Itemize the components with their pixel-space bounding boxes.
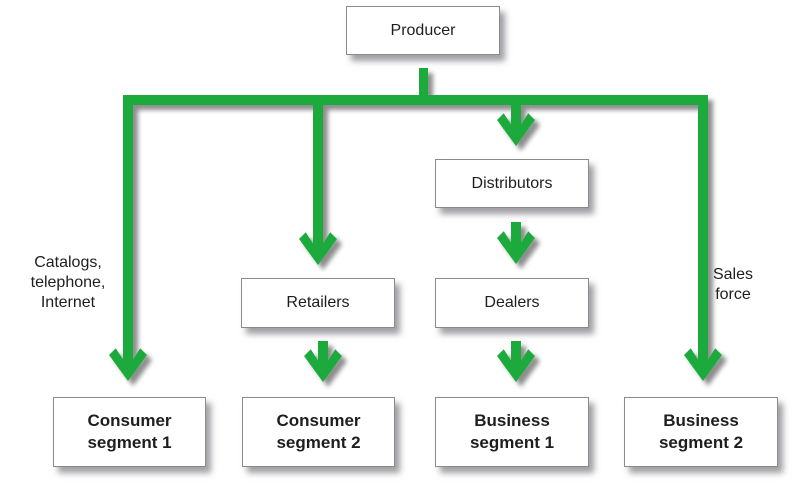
arrow-to-consumer-segment-2-shaft bbox=[318, 341, 328, 370]
distributors-label: Distributors bbox=[471, 174, 553, 192]
business-segment-2-box: Business segment 2 bbox=[624, 397, 778, 467]
arrow-to-dealers-head bbox=[497, 231, 535, 264]
distribution-bus bbox=[123, 95, 708, 105]
sales-force-channel-label: Sales force bbox=[710, 265, 756, 305]
direct-consumer-channel-label: Catalogs, telephone, Internet bbox=[24, 253, 112, 313]
arrow-to-retailers-head bbox=[299, 232, 337, 265]
arrow-to-business-segment-1-shaft bbox=[511, 341, 521, 370]
producer-label: Producer bbox=[390, 21, 456, 39]
consumer-segment-2-box: Consumer segment 2 bbox=[242, 397, 395, 467]
arrow-to-business-segment-2-shaft bbox=[698, 95, 708, 369]
distributors-box: Distributors bbox=[435, 159, 589, 208]
retailers-label: Retailers bbox=[286, 294, 350, 311]
segment-line1: Business bbox=[663, 411, 739, 430]
producer-stem bbox=[419, 68, 428, 100]
dealers-box: Dealers bbox=[435, 278, 589, 328]
segment-line2: segment 1 bbox=[469, 433, 555, 452]
label-line: Sales bbox=[712, 266, 754, 283]
arrow-to-retailers-shaft bbox=[313, 95, 323, 253]
consumer-segment-1-box: Consumer segment 1 bbox=[53, 397, 206, 467]
arrow-to-business-segment-2-head bbox=[684, 348, 722, 381]
arrow-to-consumer-segment-1-shaft bbox=[123, 95, 133, 369]
segment-line1: Business bbox=[474, 411, 550, 430]
segment-line2: segment 2 bbox=[276, 433, 361, 452]
segment-line2: segment 1 bbox=[87, 433, 172, 452]
arrow-to-consumer-segment-2-head bbox=[304, 349, 342, 382]
arrow-to-distributors-head bbox=[497, 113, 535, 146]
label-line: Catalogs, bbox=[34, 254, 102, 271]
business-segment-1-box: Business segment 1 bbox=[435, 397, 589, 467]
arrow-to-business-segment-1-head bbox=[497, 349, 535, 382]
arrow-to-dealers-shaft bbox=[511, 222, 521, 252]
segment-line1: Consumer bbox=[276, 411, 361, 430]
dealers-label: Dealers bbox=[484, 294, 540, 311]
arrow-to-consumer-segment-1-head bbox=[109, 348, 147, 381]
label-line: Internet bbox=[40, 294, 96, 311]
retailers-box: Retailers bbox=[241, 278, 395, 328]
label-line: force bbox=[715, 286, 751, 303]
segment-line2: segment 2 bbox=[658, 433, 744, 452]
arrow-to-distributors-shaft bbox=[511, 100, 521, 134]
segment-line1: Consumer bbox=[87, 411, 172, 430]
producer-box: Producer bbox=[346, 6, 500, 55]
label-line: telephone, bbox=[30, 274, 106, 291]
